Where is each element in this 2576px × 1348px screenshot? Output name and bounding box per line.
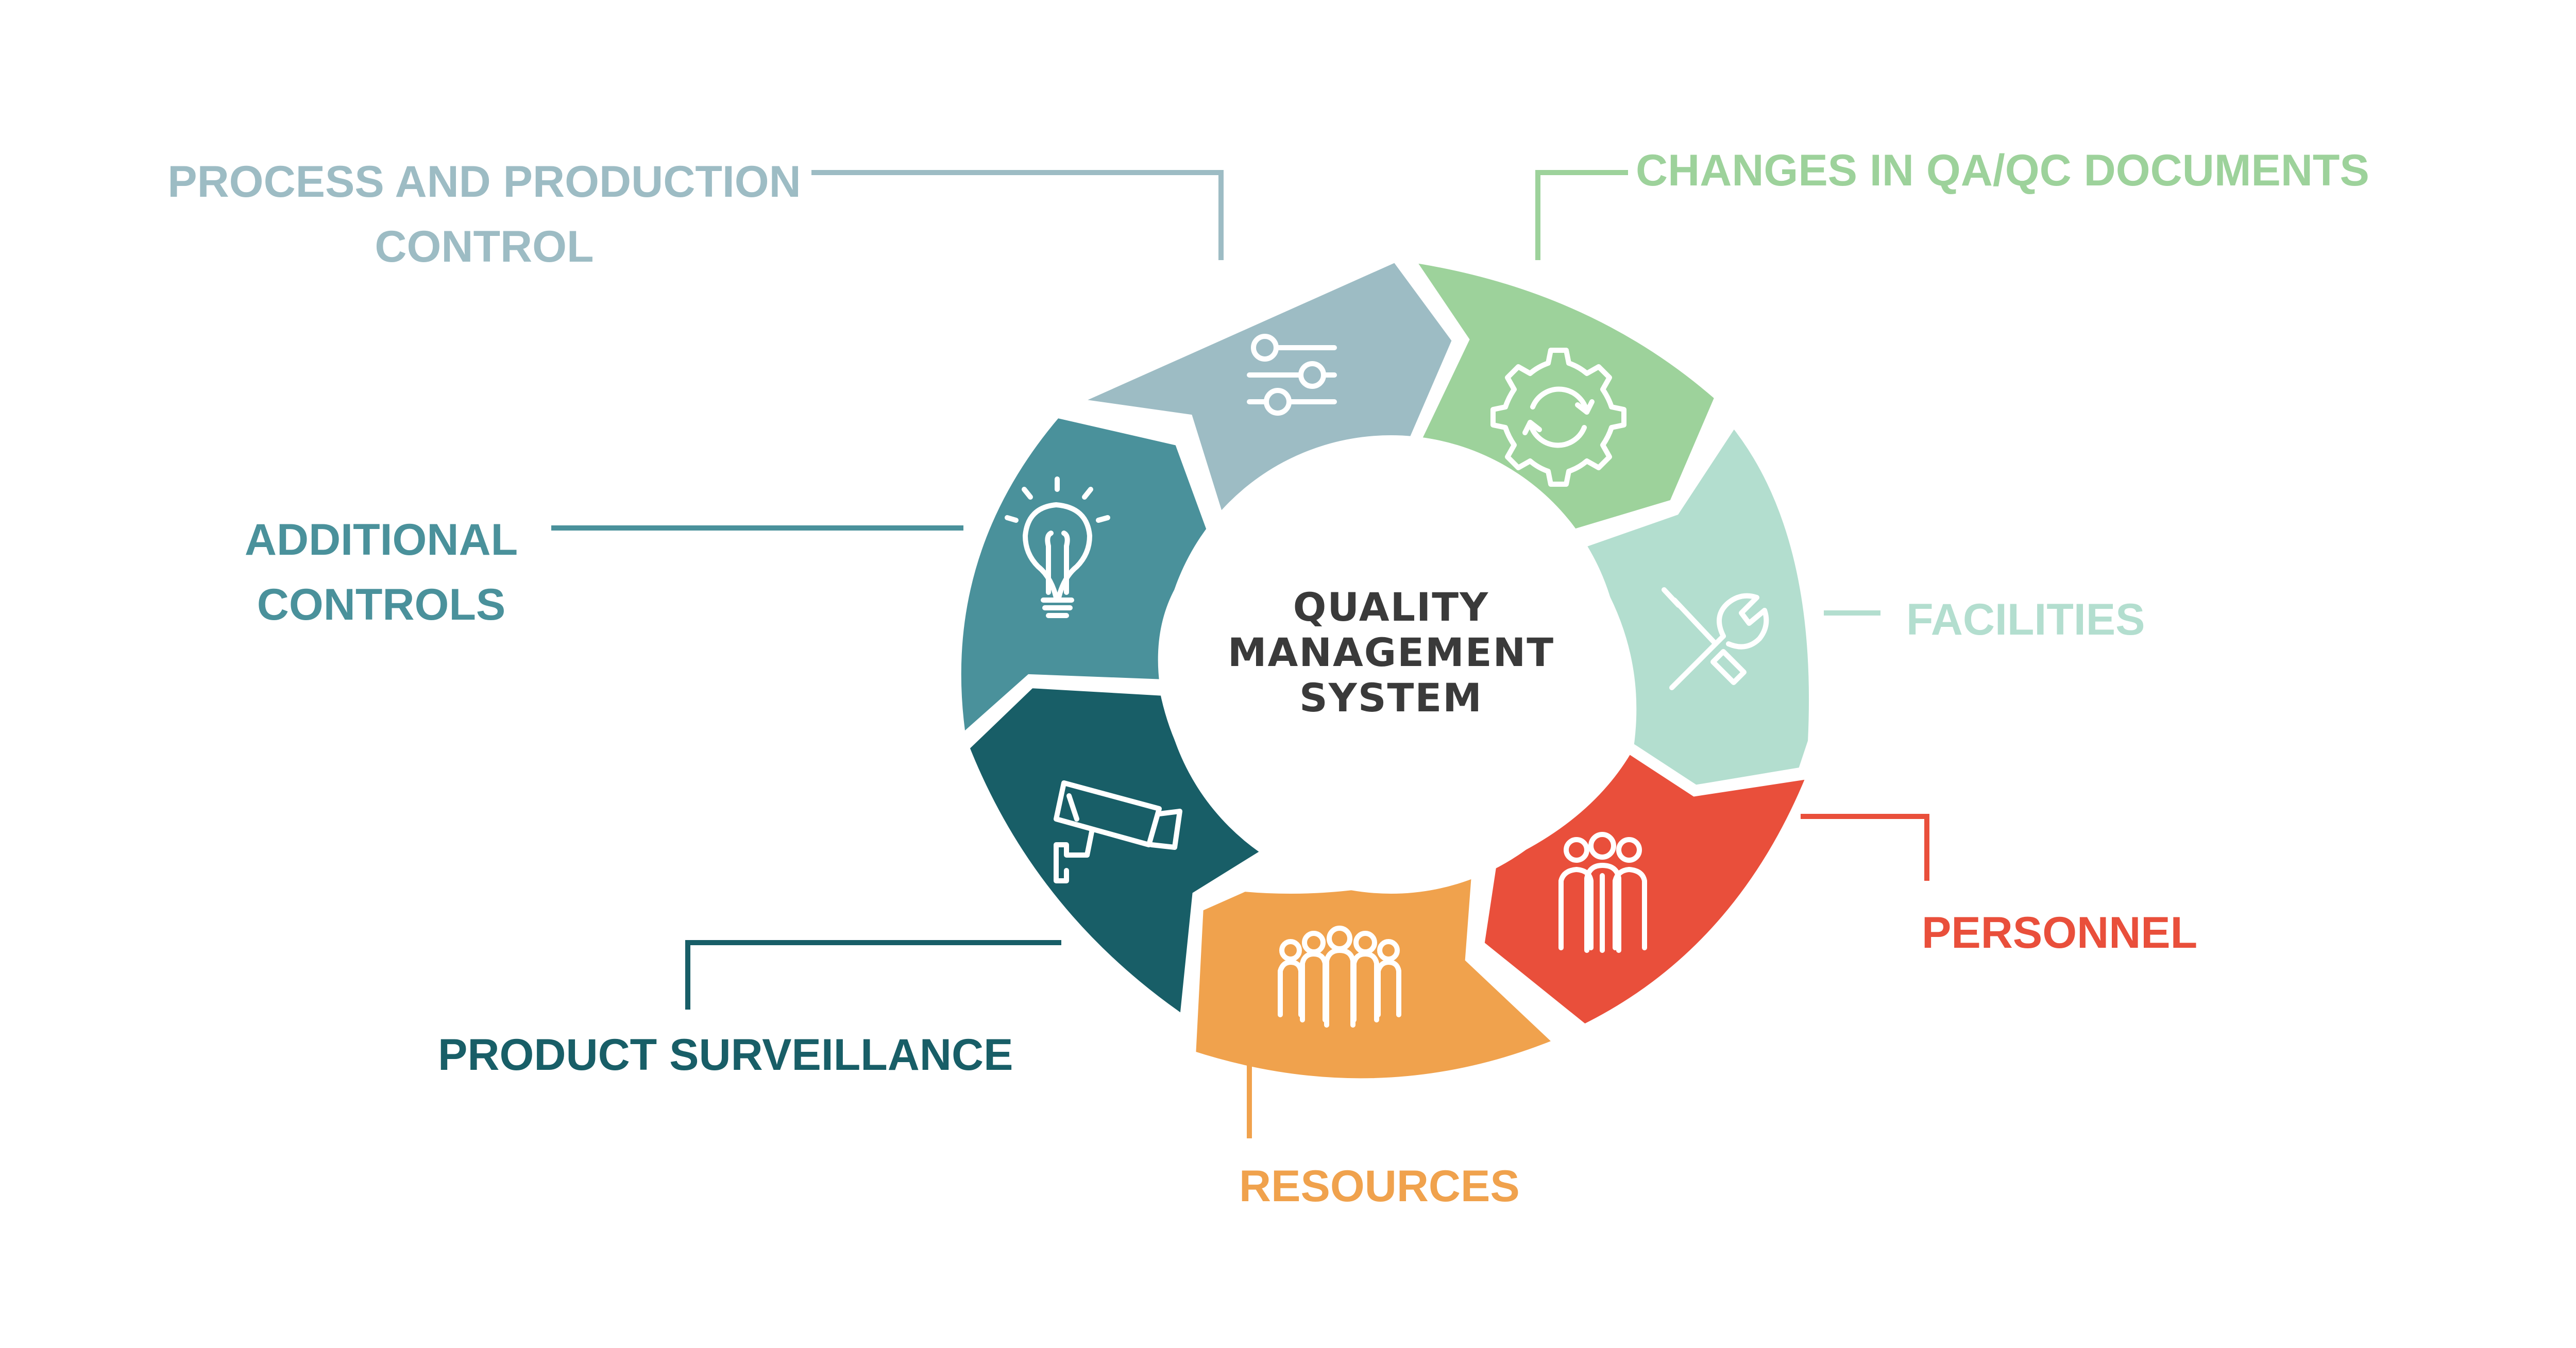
label-facilities-line-1: FACILITIES — [1906, 595, 2145, 644]
wrench-screwdriver-icon — [1662, 587, 1769, 690]
label-surveillance-line-1: PRODUCT SURVEILLANCE — [438, 1030, 1013, 1080]
label-changes: CHANGES IN QA/QC DOCUMENTS — [1636, 138, 2369, 203]
sliders-icon — [1247, 334, 1337, 416]
center-disc — [1162, 435, 1620, 894]
connector-changes — [1535, 170, 1628, 260]
connector-process — [811, 170, 1224, 260]
label-personnel-line-1: PERSONNEL — [1922, 908, 2198, 958]
label-facilities: FACILITIES — [1906, 587, 2145, 652]
center-title-line-1: QUALITY — [1293, 584, 1489, 630]
connector-surveillance — [685, 940, 1061, 1010]
label-changes-line-1: CHANGES IN QA/QC DOCUMENTS — [1636, 146, 2369, 195]
label-additional: ADDITIONAL CONTROLS — [206, 507, 556, 637]
connectors — [551, 170, 1929, 1138]
center-title-line-3: SYSTEM — [1299, 675, 1483, 721]
label-process: PROCESS AND PRODUCTION CONTROL — [155, 149, 814, 279]
label-additional-line-2: CONTROLS — [257, 580, 506, 629]
label-personnel: PERSONNEL — [1922, 900, 2197, 965]
label-additional-line-1: ADDITIONAL — [244, 515, 518, 565]
label-resources: RESOURCES — [1239, 1154, 1520, 1219]
gear-refresh-icon — [1490, 348, 1626, 487]
center-title-line-2: MANAGEMENT — [1227, 629, 1555, 675]
label-surveillance: PRODUCT SURVEILLANCE — [438, 1022, 1013, 1087]
center-title: QUALITY MANAGEMENT SYSTEM — [1180, 585, 1602, 721]
crowd-of-people-icon — [1278, 926, 1401, 1028]
security-camera-icon — [1054, 780, 1182, 883]
label-process-line-1: PROCESS AND PRODUCTION — [167, 157, 801, 207]
connector-personnel — [1801, 814, 1929, 881]
icons — [1005, 334, 1769, 1028]
label-resources-line-1: RESOURCES — [1239, 1162, 1520, 1211]
group-of-three-people-icon — [1558, 832, 1647, 953]
light-bulb-icon — [1005, 476, 1110, 618]
label-process-line-2: CONTROL — [375, 222, 594, 271]
